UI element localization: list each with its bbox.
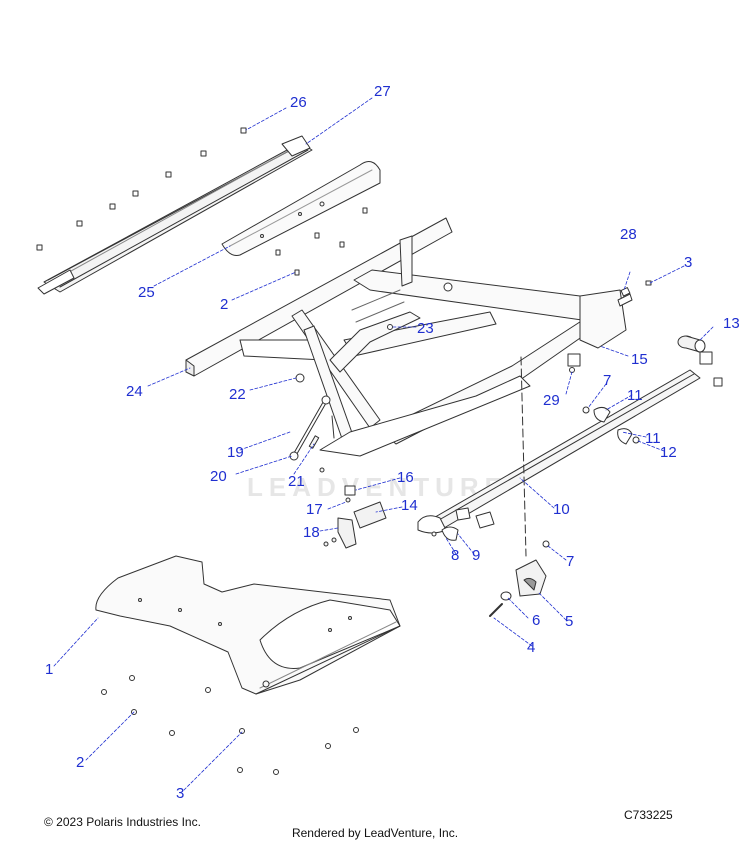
- callout-17[interactable]: 17: [306, 501, 323, 518]
- watermark: LEADVENTURE: [247, 472, 509, 502]
- callout-11-bottom[interactable]: 11: [645, 430, 661, 447]
- side-rail-part: [37, 135, 313, 295]
- callout-9[interactable]: 9: [472, 547, 481, 564]
- skid-plate-fasteners: [101, 675, 359, 775]
- diagram-code: C733225: [624, 808, 673, 822]
- callout-11-top[interactable]: 11: [627, 387, 643, 404]
- bushing-part: [677, 335, 706, 353]
- callout-7-top[interactable]: 7: [603, 372, 612, 389]
- callout-5[interactable]: 5: [565, 613, 574, 630]
- callout-4[interactable]: 4: [527, 639, 536, 656]
- callout-28[interactable]: 28: [620, 226, 637, 243]
- callout-16[interactable]: 16: [397, 469, 414, 486]
- strut-parts: [289, 395, 335, 473]
- callout-29[interactable]: 29: [543, 392, 560, 409]
- callout-24[interactable]: 24: [126, 383, 143, 400]
- copyright-text: © 2023 Polaris Industries Inc.: [44, 815, 201, 829]
- callout-25[interactable]: 25: [138, 284, 155, 301]
- plate-part: [221, 160, 381, 256]
- rail-fasteners: [36, 127, 652, 286]
- mount-part: [489, 356, 547, 617]
- callout-27[interactable]: 27: [374, 83, 391, 100]
- callout-22[interactable]: 22: [229, 386, 246, 403]
- callout-26[interactable]: 26: [290, 94, 307, 111]
- callout-8[interactable]: 8: [451, 547, 460, 564]
- callout-2-top[interactable]: 2: [220, 296, 229, 313]
- bracket-parts: [323, 485, 387, 549]
- callout-23[interactable]: 23: [417, 320, 434, 337]
- callout-10[interactable]: 10: [553, 501, 570, 518]
- small-hardware: [431, 353, 640, 548]
- callout-15[interactable]: 15: [631, 351, 648, 368]
- rod-part: [417, 351, 723, 534]
- callout-14[interactable]: 14: [401, 497, 418, 514]
- callout-3-top[interactable]: 3: [684, 254, 693, 271]
- callout-13[interactable]: 13: [723, 315, 740, 332]
- callout-21[interactable]: 21: [288, 473, 305, 490]
- callout-3-bottom[interactable]: 3: [176, 785, 185, 802]
- callout-1[interactable]: 1: [45, 661, 54, 678]
- callout-6[interactable]: 6: [532, 612, 541, 629]
- callout-19[interactable]: 19: [227, 444, 244, 461]
- callout-12[interactable]: 12: [660, 444, 677, 461]
- skid-plate-part: [95, 555, 401, 695]
- callout-2-bottom[interactable]: 2: [76, 754, 85, 771]
- clip-part: [617, 287, 633, 307]
- callout-18[interactable]: 18: [303, 524, 320, 541]
- callout-20[interactable]: 20: [210, 468, 227, 485]
- rendered-by-text: Rendered by LeadVenture, Inc.: [291, 826, 459, 840]
- main-frame-part: [185, 217, 627, 457]
- callout-7-bottom[interactable]: 7: [566, 553, 575, 570]
- leader-lines: [53, 97, 714, 791]
